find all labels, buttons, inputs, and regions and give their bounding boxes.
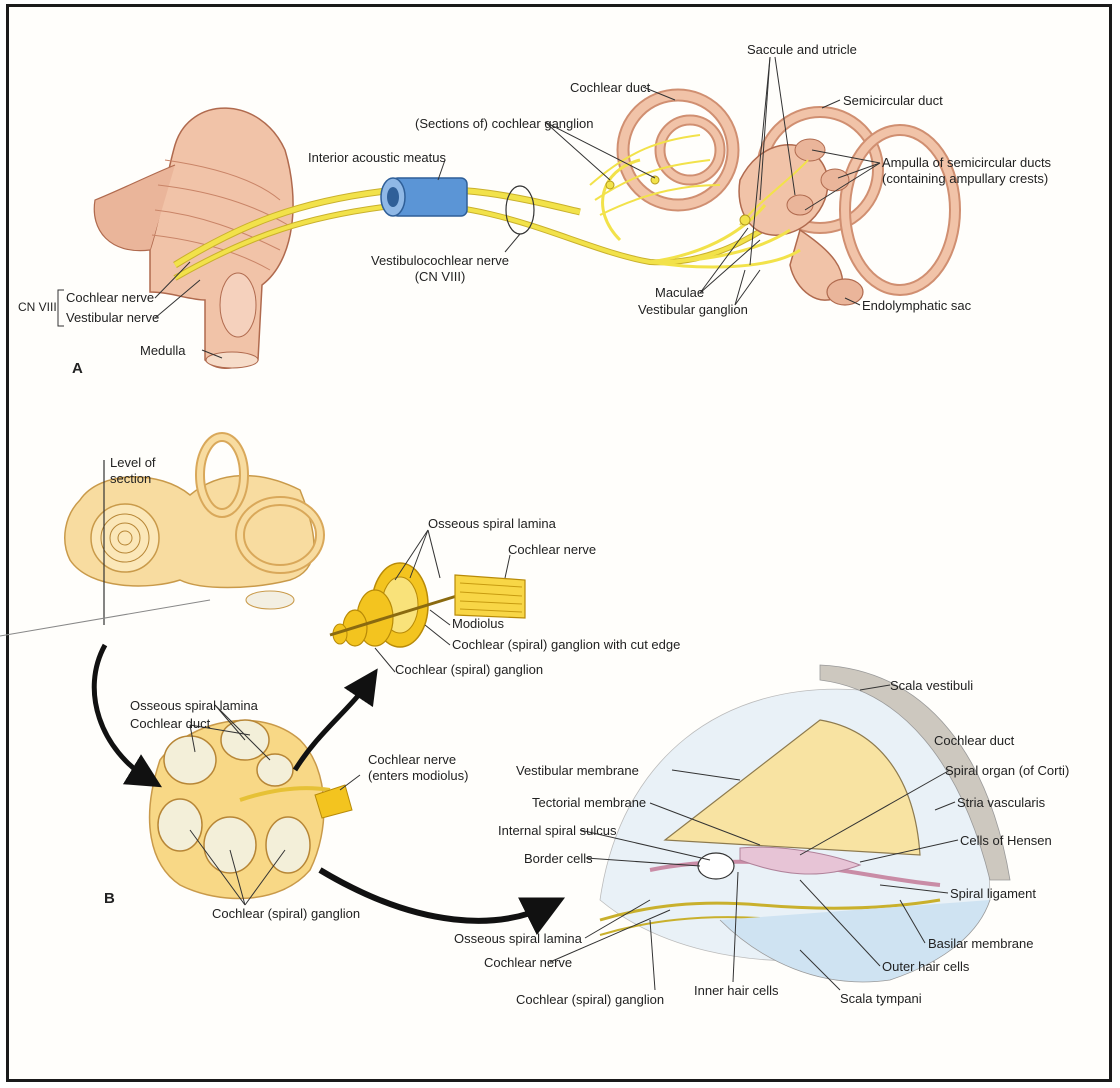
label-inner-hair-cells: Inner hair cells bbox=[694, 983, 779, 998]
label-semicircular-duct: Semicircular duct bbox=[843, 93, 943, 108]
label-ampulla-line1: Ampulla of semicircular ducts bbox=[882, 155, 1051, 170]
label-scala-vestibuli: Scala vestibuli bbox=[890, 678, 973, 693]
label-cochlear-nerve-enters-1: Cochlear nerve bbox=[368, 752, 456, 767]
cochlea-labyrinth-illustration bbox=[590, 95, 955, 305]
label-endolymphatic-sac: Endolymphatic sac bbox=[862, 298, 971, 313]
panel-letter-b: B bbox=[104, 890, 115, 907]
label-maculae: Maculae bbox=[655, 285, 704, 300]
label-vestibular-membrane: Vestibular membrane bbox=[516, 763, 639, 778]
label-internal-spiral-sulcus: Internal spiral sulcus bbox=[498, 823, 617, 838]
label-cochlear-spiral-ganglion-bottom: Cochlear (spiral) ganglion bbox=[212, 906, 360, 921]
label-cochlear-duct-right: Cochlear duct bbox=[934, 733, 1014, 748]
label-stria-vascularis: Stria vascularis bbox=[957, 795, 1045, 810]
panel-letter-a: A bbox=[72, 360, 83, 377]
modiolus-illustration bbox=[330, 563, 525, 647]
label-cochlear-spiral-ganglion-last: Cochlear (spiral) ganglion bbox=[516, 992, 664, 1007]
label-saccule-utricle: Saccule and utricle bbox=[747, 42, 857, 57]
interior-acoustic-meatus-illustration bbox=[381, 178, 467, 216]
label-level-of-section-1: Level of bbox=[110, 455, 156, 470]
label-basilar-membrane: Basilar membrane bbox=[928, 936, 1034, 951]
label-tectorial-membrane: Tectorial membrane bbox=[532, 795, 646, 810]
label-vestibulocochlear-line2: (CN VIII) bbox=[360, 269, 520, 284]
label-vestibular-nerve: Vestibular nerve bbox=[66, 310, 159, 325]
label-cochlear-nerve-bottom: Cochlear nerve bbox=[484, 955, 572, 970]
section-plane-line bbox=[0, 600, 210, 636]
label-spiral-organ: Spiral organ (of Corti) bbox=[945, 763, 1069, 778]
label-osseous-spiral-lamina-top: Osseous spiral lamina bbox=[428, 516, 556, 531]
label-cells-of-hensen: Cells of Hensen bbox=[960, 833, 1052, 848]
nerve-section-ring bbox=[506, 186, 534, 234]
label-ampulla-line2: (containing ampullary crests) bbox=[882, 171, 1048, 186]
label-modiolus: Modiolus bbox=[452, 616, 504, 631]
label-cochlear-nerve-enters-2: (enters modiolus) bbox=[368, 768, 468, 783]
label-spiral-ligament: Spiral ligament bbox=[950, 886, 1036, 901]
label-border-cells: Border cells bbox=[524, 851, 593, 866]
label-vestibular-ganglion: Vestibular ganglion bbox=[638, 302, 748, 317]
label-cn-viii: CN VIII bbox=[18, 300, 57, 315]
label-scala-tympani: Scala tympani bbox=[840, 991, 922, 1006]
label-cochlear-duct: Cochlear duct bbox=[570, 80, 650, 95]
label-cochlear-spiral-ganglion-top: Cochlear (spiral) ganglion bbox=[395, 662, 543, 677]
label-medulla: Medulla bbox=[140, 343, 186, 358]
label-sections-cochlear-ganglion: (Sections of) cochlear ganglion bbox=[415, 116, 594, 131]
label-ganglion-cut-edge: Cochlear (spiral) ganglion with cut edge bbox=[452, 637, 680, 652]
label-level-of-section-2: section bbox=[110, 471, 151, 486]
label-cochlear-nerve-top: Cochlear nerve bbox=[508, 542, 596, 557]
label-osseous-spiral-lamina-mid: Osseous spiral lamina bbox=[130, 698, 258, 713]
label-osseous-spiral-lamina-bottom: Osseous spiral lamina bbox=[454, 931, 582, 946]
labyrinth-overview-illustration bbox=[65, 437, 320, 609]
label-outer-hair-cells: Outer hair cells bbox=[882, 959, 969, 974]
label-cochlear-duct-mid: Cochlear duct bbox=[130, 716, 210, 731]
organ-of-corti-section-illustration bbox=[600, 665, 1010, 982]
label-cochlear-nerve: Cochlear nerve bbox=[66, 290, 154, 305]
label-interior-acoustic-meatus: Interior acoustic meatus bbox=[308, 150, 446, 165]
label-vestibulocochlear-line1: Vestibulocochlear nerve bbox=[360, 253, 520, 268]
